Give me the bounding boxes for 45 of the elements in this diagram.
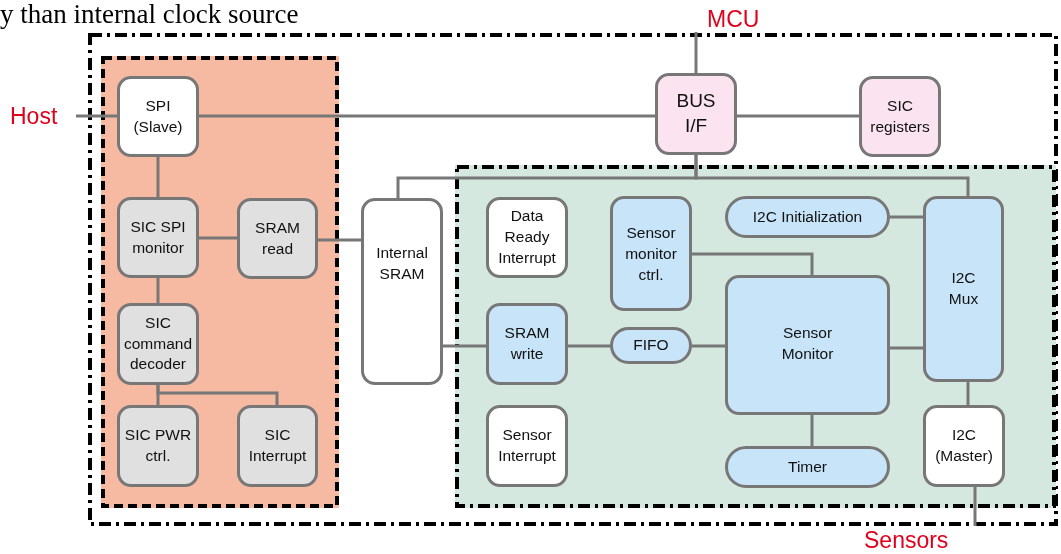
block-box: SPI (Slave) bbox=[117, 76, 199, 157]
block-box: SIC registers bbox=[859, 76, 941, 157]
block-box: SIC PWR ctrl. bbox=[117, 405, 199, 487]
block-box: Timer bbox=[725, 446, 890, 488]
connector-line bbox=[318, 238, 361, 242]
connector-line bbox=[890, 215, 923, 219]
block-box: SRAM write bbox=[486, 303, 568, 385]
block-box: Data Ready Interrupt bbox=[486, 197, 568, 278]
port-label: Host bbox=[10, 101, 76, 131]
connector-line bbox=[199, 114, 655, 118]
connector-line bbox=[694, 155, 970, 196]
connector-line bbox=[973, 487, 977, 526]
connector-line bbox=[694, 32, 698, 73]
block-box: SIC command decoder bbox=[117, 303, 199, 385]
block-box: Internal SRAM bbox=[361, 198, 443, 385]
block-box: SIC SPI monitor bbox=[117, 197, 199, 278]
block-box: Sensor Interrupt bbox=[486, 405, 568, 487]
block-box: SRAM read bbox=[237, 198, 318, 279]
connector-line bbox=[156, 385, 279, 405]
block-box: BUS I/F bbox=[655, 73, 737, 155]
connector-line bbox=[443, 344, 486, 348]
system-boundary bbox=[88, 33, 1058, 526]
module-region bbox=[101, 56, 339, 508]
connector-line bbox=[810, 415, 814, 446]
connector-line bbox=[890, 346, 923, 350]
connector-line bbox=[199, 236, 237, 240]
block-box: SIC Interrupt bbox=[237, 405, 318, 487]
block-box: Sensor monitor ctrl. bbox=[610, 196, 692, 311]
port-label: Sensors bbox=[864, 526, 980, 554]
connector-line bbox=[156, 278, 160, 303]
port-label: MCU bbox=[694, 6, 770, 32]
block-box: I2C Initialization bbox=[725, 196, 890, 238]
block-box: Sensor Monitor bbox=[725, 275, 890, 415]
connector-line bbox=[737, 114, 859, 118]
connector-line bbox=[692, 252, 814, 275]
module-region bbox=[455, 165, 1056, 508]
connector-line bbox=[966, 382, 970, 405]
block-box: FIFO bbox=[610, 327, 692, 364]
connector-line bbox=[568, 344, 610, 348]
connector-line bbox=[76, 114, 117, 118]
block-box: I2C (Master) bbox=[923, 405, 1005, 487]
block-box: I2C Mux bbox=[923, 196, 1004, 382]
connector-line bbox=[156, 157, 160, 197]
connector-line bbox=[692, 344, 725, 348]
caption-text: y than internal clock source bbox=[0, 0, 299, 29]
